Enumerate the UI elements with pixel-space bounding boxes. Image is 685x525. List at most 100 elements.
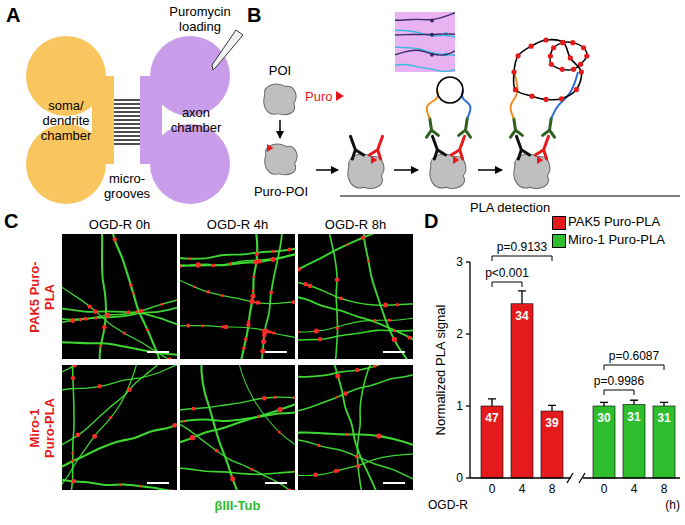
axis-break <box>567 473 585 483</box>
puromycin-mark <box>453 156 459 164</box>
legend-swatch <box>552 234 566 248</box>
pla-probe <box>515 53 520 58</box>
axis-tick: 4 <box>631 482 638 496</box>
pla-puncta <box>119 483 121 485</box>
axon-line <box>395 34 455 35</box>
pla-puncta <box>264 329 269 334</box>
bar <box>653 406 675 478</box>
puromycin-mark <box>371 156 377 164</box>
microgroove <box>114 115 140 116</box>
neurite <box>332 365 382 490</box>
neurite <box>62 365 177 392</box>
panel-a <box>114 100 140 144</box>
axon-tip <box>444 71 448 72</box>
microgroove <box>114 131 140 132</box>
pla-probe <box>574 87 579 92</box>
pla-puncta <box>127 387 131 391</box>
pla-puncta <box>314 472 319 477</box>
pla-puncta <box>71 451 74 454</box>
pla-puncta <box>244 338 248 342</box>
panel-b <box>316 11 680 196</box>
node-label: Puro-POI <box>252 184 310 199</box>
error-bar <box>518 291 526 304</box>
antibody <box>350 136 363 159</box>
pla-puncta <box>129 284 133 288</box>
pla-puncta <box>139 309 143 313</box>
legend-label: Miro-1 Puro-PLA <box>568 232 665 247</box>
pla-puncta <box>186 324 190 328</box>
pla-puncta <box>188 257 191 260</box>
pla-puncta <box>343 391 348 396</box>
molecule-label: Puro <box>305 89 332 104</box>
axis-tick-mark <box>466 261 470 262</box>
pla-puncta <box>256 301 260 305</box>
pla-puncta <box>190 435 195 440</box>
pla-puncta <box>135 310 138 313</box>
neurite <box>180 411 295 424</box>
microgroove <box>114 123 140 124</box>
axon-line <box>395 46 455 55</box>
pla-probe <box>549 62 554 67</box>
axon-line <box>395 12 455 20</box>
pla-probe <box>551 45 556 50</box>
process-arrow <box>394 169 418 171</box>
panel-letter: D <box>424 210 438 232</box>
pla-probe <box>513 87 518 92</box>
circular-dna <box>437 77 463 103</box>
protein-blob <box>264 84 296 115</box>
pla-probe <box>560 40 565 45</box>
pla-puncta <box>335 396 338 399</box>
neurite <box>259 234 282 359</box>
neurite <box>298 281 413 306</box>
pla-puncta <box>215 449 219 453</box>
sample-count: 31 <box>627 410 640 424</box>
neurite <box>298 438 413 490</box>
pla-probe <box>511 69 516 74</box>
neurite <box>298 453 413 476</box>
pla-puncta <box>387 318 391 322</box>
micrograph <box>180 365 295 490</box>
oligo-strand <box>427 90 438 119</box>
pla-puncta <box>334 469 338 473</box>
pla-puncta <box>295 444 296 449</box>
pla-puncta <box>113 237 117 241</box>
neurite <box>363 234 413 359</box>
pla-puncta <box>271 257 276 262</box>
pla-probe <box>548 53 553 58</box>
pla-puncta <box>242 346 246 350</box>
axis-tick: 2 <box>456 327 463 341</box>
neurite <box>180 397 295 411</box>
error-bar <box>660 402 668 406</box>
pla-puncta <box>72 479 77 484</box>
microgroove <box>114 111 140 112</box>
pla-puncta <box>269 291 273 295</box>
pla-puncta <box>304 282 308 286</box>
oligo-strand <box>462 90 470 119</box>
pla-puncta <box>339 296 343 300</box>
node-label: POI <box>255 63 305 78</box>
pla-puncta <box>308 284 312 288</box>
stain-label: βIII-Tub <box>215 498 261 513</box>
pla-puncta <box>146 328 149 331</box>
axon-tip <box>430 19 434 23</box>
pla-probe <box>571 67 576 72</box>
legend-label: PAK5 Puro-PLA <box>568 214 660 229</box>
pla-puncta <box>221 325 224 328</box>
error-bar <box>600 402 608 406</box>
pla-puncta <box>99 345 102 348</box>
pla-puncta <box>298 330 299 333</box>
pla-puncta <box>298 267 301 271</box>
pla-probe <box>561 40 566 45</box>
microgroove <box>114 119 140 120</box>
pla-probe <box>578 62 583 67</box>
pla-puncta <box>212 263 216 267</box>
pla-puncta <box>293 396 295 399</box>
significance-bracket <box>604 390 634 395</box>
p-value: p=0.9133 <box>497 240 547 254</box>
antibody <box>535 136 548 159</box>
pla-puncta <box>221 294 224 297</box>
pla-puncta <box>361 236 365 240</box>
scale-bar <box>265 482 287 484</box>
error-bar <box>488 399 496 406</box>
pla-puncta <box>335 373 340 378</box>
